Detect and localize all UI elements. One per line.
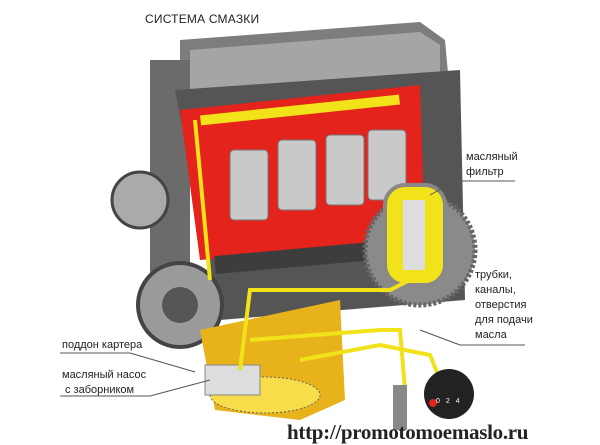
engine-block	[150, 60, 190, 300]
diagram-title: СИСТЕМА СМАЗКИ	[145, 12, 260, 26]
label-line: с заборником	[65, 384, 135, 396]
oil-lines	[193, 119, 442, 391]
label-oil-filter: масляный фильтр	[466, 150, 518, 180]
gauge-tick: 0	[436, 398, 440, 405]
label-line: фильтр	[466, 166, 504, 178]
leader-lines	[60, 180, 525, 397]
label-line: трубки,	[475, 269, 512, 281]
watermark-url: http://promotomoemaslo.ru	[287, 420, 529, 444]
label-line: масла	[475, 329, 507, 341]
label-line: масляный насос	[62, 369, 147, 381]
gauge-tick: 4	[455, 398, 460, 405]
label-line: масляный	[466, 151, 518, 163]
label-oil-pump: масляный насос с заборником	[62, 368, 146, 398]
fan-pulley	[110, 170, 170, 230]
gauge-ticks: 0 2 4	[436, 398, 460, 405]
label-line: для подачи	[475, 314, 533, 326]
gauge-tick: 2	[445, 398, 450, 405]
label-oil-pan: поддон картера	[62, 339, 143, 351]
label-line: каналы,	[475, 284, 516, 296]
oil-pressure-gauge	[424, 369, 474, 419]
oil-pressure-sensor	[393, 385, 407, 430]
oil-pump	[204, 364, 261, 396]
label-oil-pipes: трубки, каналы, отверстия для подачи мас…	[475, 268, 533, 343]
camshaft	[200, 94, 400, 126]
label-line: отверстия	[475, 299, 527, 311]
pistons	[229, 129, 407, 221]
